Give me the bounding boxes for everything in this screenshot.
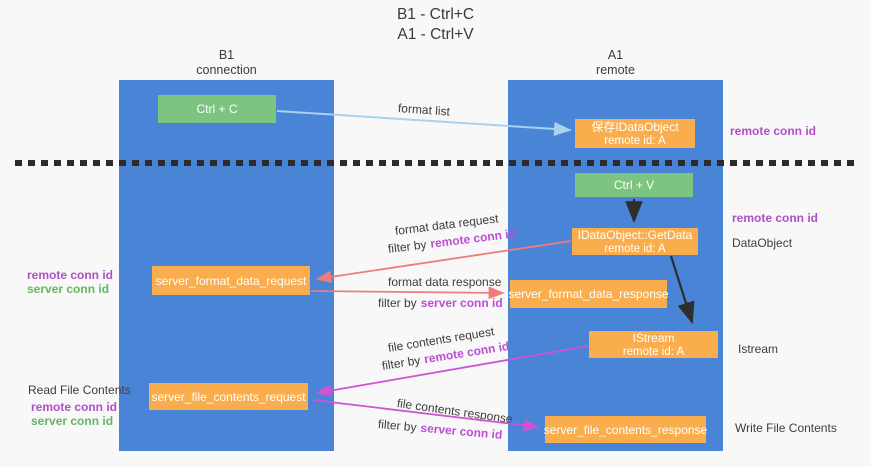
server-conn-id-filter-text: server conn id [419, 420, 503, 442]
ctrl-v-label: Ctrl + V [613, 178, 655, 192]
remote-conn-id-label-bottom-left: remote conn id [31, 400, 118, 414]
diagram-title: B1 - Ctrl+C A1 - Ctrl+V [0, 5, 871, 45]
save-dataobject-line1: 保存IDataObject [591, 119, 679, 134]
server-format-data-response-box: server_format_data_response [508, 280, 669, 308]
istream-line1: IStream [632, 330, 675, 345]
right-column-header: A1 remote [508, 48, 723, 78]
server-conn-id-filter-text: server conn id [420, 296, 503, 310]
server-file-contents-request-box: server_file_contents_request [149, 383, 308, 410]
left-column-role: connection [196, 63, 257, 77]
title-line-1: B1 - Ctrl+C [396, 6, 475, 23]
save-dataobject-box: 保存IDataObject remote id: A [575, 119, 695, 148]
format-data-response-arrow [310, 286, 505, 300]
write-file-contents-label: Write File Contents [735, 421, 837, 435]
server-conn-id-label-bottom-left: server conn id [31, 414, 114, 428]
istream-box: IStream remote id: A [589, 331, 718, 358]
left-column-header: B1 connection [119, 48, 334, 78]
format-data-response-arrow-label: format data response [388, 275, 502, 289]
filter-by-text: filter by [387, 237, 428, 256]
getdata-line2: remote id: A [604, 242, 666, 255]
title-line-2: A1 - Ctrl+V [397, 26, 474, 43]
idataobject-getdata-box: IDataObject::GetData remote id: A [572, 228, 698, 255]
format-list-arrow-label: format list [397, 101, 451, 119]
server-file-contents-response-label: server_file_contents_response [543, 422, 708, 437]
remote-conn-id-label-mid-left: remote conn id [27, 268, 114, 282]
istream-side-label: Istream [738, 342, 779, 356]
phase-separator-dashed-line [15, 160, 857, 166]
ctrl-c-label: Ctrl + C [196, 102, 238, 116]
getdata-line1: IDataObject::GetData [577, 227, 693, 242]
server-file-contents-request-label: server_file_contents_request [151, 389, 306, 404]
ctrl-v-box: Ctrl + V [575, 173, 693, 197]
server-file-contents-response-box: server_file_contents_response [543, 416, 708, 443]
server-format-data-request-box: server_format_data_request [152, 266, 310, 295]
remote-conn-id-label-dataobject: remote conn id [732, 211, 819, 225]
ctrl-c-box: Ctrl + C [158, 95, 276, 123]
left-column-name: B1 [218, 48, 235, 62]
server-format-data-request-label: server_format_data_request [155, 273, 307, 288]
server-conn-id-label-mid-left: server conn id [27, 282, 110, 296]
filter-by-text: filter by [380, 353, 422, 373]
istream-line2: remote id: A [622, 345, 685, 358]
dataobject-side-label: DataObject [732, 236, 793, 250]
server-format-data-response-label: server_format_data_response [508, 287, 669, 301]
remote-conn-id-label-top-right: remote conn id [730, 124, 817, 138]
save-dataobject-line2: remote id: A [604, 134, 666, 147]
filter-by-text: filter by [378, 296, 417, 310]
filter-by-text: filter by [377, 417, 418, 435]
right-column-name: A1 [607, 48, 624, 62]
read-file-contents-label: Read File Contents [28, 383, 131, 397]
right-column-role: remote [596, 63, 635, 77]
